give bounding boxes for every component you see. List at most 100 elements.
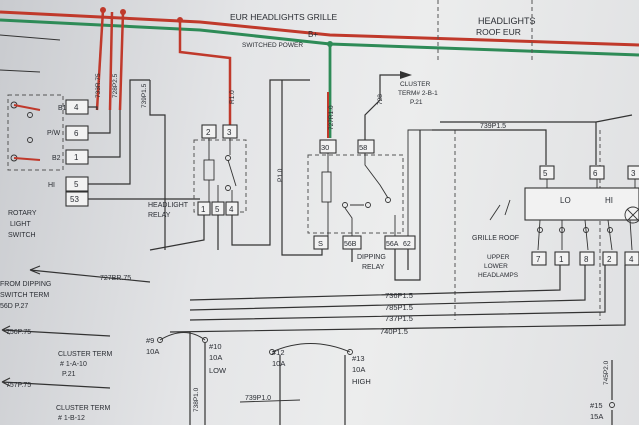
wire-label-739a: 739P1.5 [141,83,148,108]
junction-dot [120,9,126,15]
switch-title-line1: ROTARY [8,210,37,217]
b-plus-label: B+ [308,30,318,39]
note-cluster-b-line1: CLUSTER TERM [56,405,110,412]
feed-728 [108,11,114,111]
feed-733 [95,9,105,111]
junction-dot [100,7,106,13]
wire-740 [169,265,626,333]
lamp-pin: 5 [543,169,548,178]
contact-b1: B1 [58,105,67,112]
dipping-relay-title2: RELAY [362,264,385,271]
switched-power-rail [0,18,639,57]
zone-dividers [437,0,601,320]
relay-pin: 2 [206,128,211,137]
fuse-number: #10 [209,342,222,351]
wire-737 [189,265,606,321]
fuse-amps: 10A [352,365,365,374]
wire-label-727br: 727BR.75 [100,275,131,282]
contact-pw: P/W [47,130,61,137]
fuse-block [157,332,615,425]
arrow-dipping-switch [29,265,151,283]
wire-label-745: 745P2.0 [603,360,610,385]
dipping-pin: 30 [321,143,329,152]
wire-label-739c: 739P1.0 [245,395,271,402]
wire-label-728: 728P2.5 [112,73,119,98]
relay-pin: 3 [227,128,232,137]
wire-label-727: 727R1.0 [328,105,335,130]
wire-739 [149,80,166,250]
note-cluster-a-line1: CLUSTER TERM [58,351,112,358]
relay-pin: 4 [229,205,234,214]
dipping-pin: 56B [344,241,357,248]
contact-hi: HI [48,182,55,189]
wire-label-p1: P1.0 [277,168,284,182]
feed-relay-3 [178,20,232,125]
arrow-cluster-b [1,377,111,389]
junction-dot [177,17,183,23]
zone-label-headlights: HEADLIGHTS [478,16,536,26]
lamp-pin: 1 [559,255,564,264]
fuse-amps: 10A [146,347,159,356]
note-cluster-a-line2: # 1-A-10 [60,361,87,368]
rotary-light-switch [0,34,200,207]
note-cluster-a-line3: P.21 [62,371,76,378]
wire-label-738: 738P1.0 [193,387,200,412]
wire-label-737: 737P1.5 [385,314,413,323]
cluster-term-top-line1: CLUSTER [400,81,431,88]
fuse-number: #12 [272,348,285,357]
headlamps-block [489,165,639,266]
dipping-relay [281,71,432,281]
pin-label: 1 [74,153,79,162]
fuse-number: #9 [146,336,154,345]
lamp-pin: 7 [536,255,541,264]
fuse-tag-high: HIGH [352,377,371,386]
note-dipping-line2: SWITCH TERM [0,292,49,299]
wire-label-r1: R1.0 [229,90,236,104]
wire-label-785: 785P1.5 [385,303,413,312]
headlight-relay [149,79,310,251]
lamp-lo-label: LO [560,196,571,205]
switch-title-line3: SWITCH [8,232,36,239]
b-plus-rail [0,10,639,47]
dipping-pin: 62 [403,241,411,248]
pin-label: 53 [70,195,79,204]
junction-dot [327,41,333,47]
note-cluster-b-line2: # 1-B-12 [58,415,85,422]
wire-label-733: 733R.75 [95,73,102,98]
contact-b2: B2 [52,155,61,162]
fuse-amps: 15A [590,412,603,421]
note-dipping-line3: 56D P.27 [0,303,28,310]
dipping-pin: 58 [359,143,367,152]
switch-title-line2: LIGHT [10,221,31,228]
arrow-cluster-a [1,325,111,337]
wire-736 [189,265,561,301]
headlamps-caption1: UPPER [487,254,510,261]
wire-739-top [432,129,547,165]
lamp-pin: 6 [593,169,598,178]
cluster-term-top-line2: TERM# 2-B-1 [398,90,438,97]
lamp-hi-label: HI [605,196,613,205]
wire-label-756: 756P.75 [6,329,31,336]
headlight-relay-title1: HEADLIGHT [148,202,189,209]
wire-label-728b: 728 [377,94,384,105]
fuse-amps: 10A [272,359,285,368]
feed-728b [118,11,125,111]
headlamps-caption3: HEADLAMPS [478,272,519,279]
relay-pin: 1 [201,205,206,214]
wire-label-739b: 739P1.5 [480,123,506,130]
wire-785 [189,265,586,311]
cluster-term-top-line3: P.21 [410,99,423,106]
headlamps-caption2: LOWER [484,263,508,270]
relay-pin: 5 [215,205,220,214]
lamp-pin: 4 [629,255,634,264]
pin-label: 4 [74,103,79,112]
note-dipping-line1: FROM DIPPING [0,281,51,288]
switched-power-label: SWITCHED POWER [242,42,303,49]
grille-roof-label: GRILLE ROOF [472,235,519,242]
dipping-relay-title1: DIPPING [357,254,386,261]
pin-label: 5 [74,180,79,189]
lamp-pin: 2 [607,255,612,264]
lamp-pin: 3 [631,169,636,178]
